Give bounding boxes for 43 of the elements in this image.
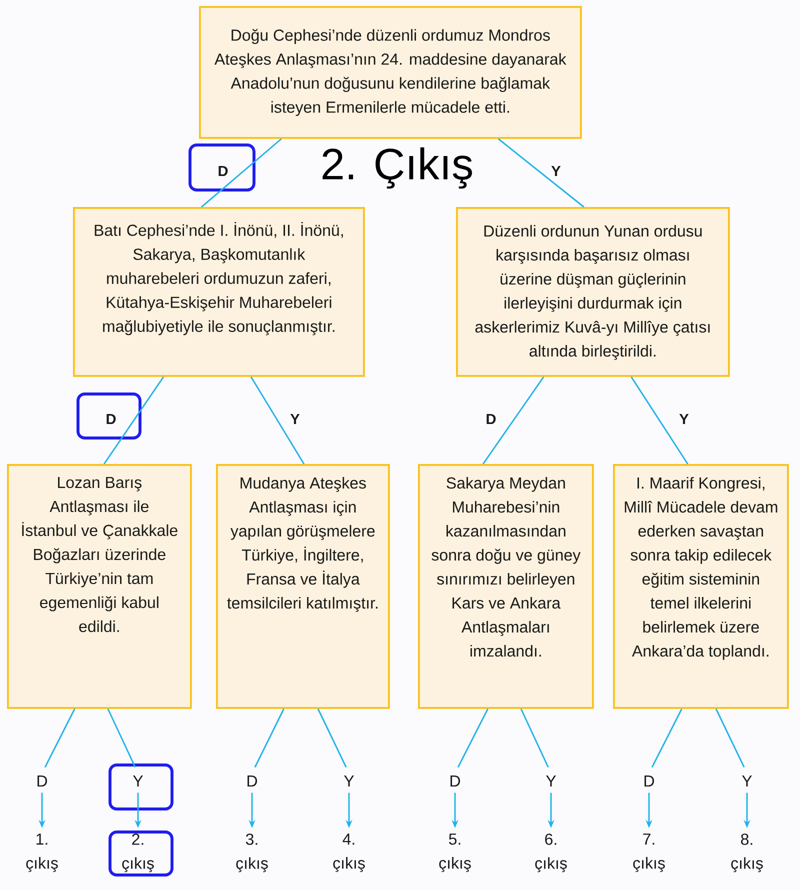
edge-label: D bbox=[106, 414, 116, 424]
choice-label: D bbox=[644, 776, 654, 786]
choice-label: Y bbox=[742, 776, 752, 786]
edge-label: Y bbox=[551, 166, 561, 176]
connector-line bbox=[651, 708, 682, 768]
choice-label: Y bbox=[546, 776, 556, 786]
statement-box: Doğu Cephesi’nde düzenli ordumuz Mondros Ateşkes Anlaşması’nın 24. maddesine dayanarak Anadolu’nun doğusunu kendilerine bağlamak isteyen Ermenilerle mücadele etti. bbox=[199, 6, 582, 139]
statement-box: Mudanya Ateşkes Antlaşması için yapılan görüşmelere Türkiye, İngiltere, Fransa ve İtalya temsilcileri katılmıştır. bbox=[216, 464, 390, 709]
edge-label: Y bbox=[679, 414, 689, 424]
connector-line bbox=[103, 376, 164, 464]
title: 2. Çıkış bbox=[322, 147, 472, 189]
exit-label: 2. çıkış bbox=[122, 834, 154, 872]
edge-label: D bbox=[218, 166, 228, 176]
connector-line bbox=[498, 138, 584, 208]
connector-line bbox=[457, 708, 488, 768]
statement-box: I. Maarif Kongresi, Millî Mücadele devam ederken savaştan sonra takip edilecek eğitim sisteminin temel ilkelerini belirlemek üzere Ankara’da toplandı. bbox=[613, 464, 789, 709]
choice-label: D bbox=[38, 776, 48, 786]
edge-label: D bbox=[486, 414, 496, 424]
exit-label: 5. çıkış bbox=[439, 834, 471, 872]
statement-box: Düzenli ordunun Yunan ordusu karşısında başarısız olması üzerine düşman güçlerinin ilerleyişini durdurmak için askerlerimiz Kuvâ-yı Millîye çatısı altında birleştirildi. bbox=[456, 207, 730, 377]
statement-box: Batı Cephesi’nde I. İnönü, II. İnönü, Sakarya, Başkomutanlık muharebeleri ordumuzun zaferi, Kütahya-Eskişehir Muharebeleri mağlubiyetiyle ile sonuçlanmıştır. bbox=[73, 207, 365, 377]
connector-line bbox=[715, 708, 745, 768]
connector-line bbox=[107, 708, 136, 768]
statement-box: Sakarya Meydan Muharebesi’nin kazanılmasından sonra doğu ve güney sınırımızı belirleyen Kars ve Ankara Antlaşmaları imzalandı. bbox=[418, 464, 594, 709]
connector-line bbox=[482, 376, 544, 464]
exit-label: 8. çıkış bbox=[731, 834, 763, 872]
exit-label: 7. çıkış bbox=[633, 834, 665, 872]
connector-line bbox=[250, 376, 305, 464]
connector-line bbox=[44, 708, 76, 768]
exit-label: 4. çıkış bbox=[333, 834, 365, 872]
choice-label: D bbox=[450, 776, 460, 786]
choice-label: Y bbox=[133, 776, 143, 786]
choice-label: D bbox=[248, 776, 257, 786]
exit-label: 1. çıkış bbox=[26, 834, 58, 872]
statement-box: Lozan Barış Antlaşması ile İstanbul ve Çanakkale Boğazları üzerinde Türkiye’nin tam egemenliği kabul edildi. bbox=[7, 464, 192, 709]
connector-line bbox=[630, 376, 688, 464]
connector-line bbox=[317, 708, 347, 768]
edge-label: Y bbox=[290, 414, 300, 424]
choice-label: Y bbox=[344, 776, 354, 786]
exit-label: 3. çıkış bbox=[236, 834, 268, 872]
exit-label: 6. çıkış bbox=[535, 834, 567, 872]
connector-line bbox=[254, 708, 284, 768]
connector-line bbox=[520, 708, 549, 768]
